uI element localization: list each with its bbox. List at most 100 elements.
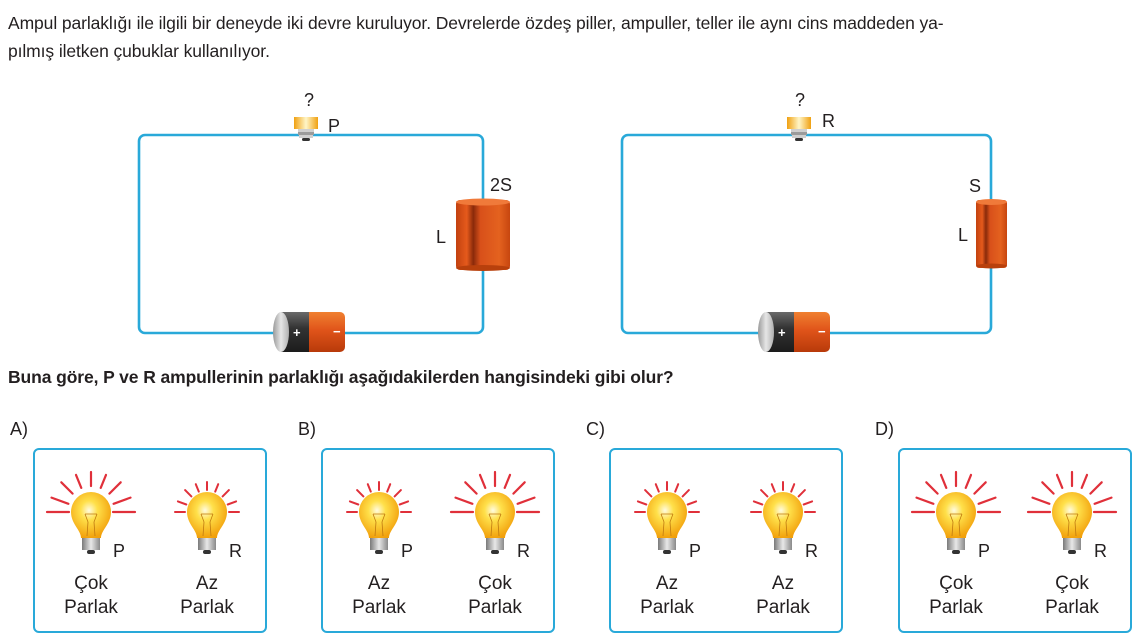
caption-line-1: Çok	[74, 573, 108, 594]
bright-bulb-icon	[901, 470, 1011, 570]
light-ray	[194, 483, 200, 493]
light-ray	[681, 489, 690, 498]
light-ray	[512, 481, 526, 495]
intro-line-1: Ampul parlaklığı ile ilgili bir deneyde …	[8, 13, 944, 33]
caption-line-2: Parlak	[756, 597, 810, 618]
light-ray	[214, 483, 220, 493]
bulb-label-p: P	[113, 541, 126, 561]
bulb-glass	[187, 492, 227, 538]
option-letter-d: D)	[875, 419, 894, 439]
bulb-label-p: P	[978, 541, 991, 561]
bulb-glass	[359, 492, 399, 538]
caption-line-2: Parlak	[352, 597, 406, 618]
circuit-2-bulb-icon	[787, 117, 811, 141]
light-ray	[915, 496, 935, 505]
circuit-1-battery-plus: +	[293, 325, 301, 340]
light-ray	[925, 481, 939, 495]
light-ray	[398, 500, 410, 506]
light-ray	[503, 473, 512, 490]
light-ray	[686, 500, 698, 506]
caption-line-1: Az	[195, 573, 219, 594]
bulb-label-r: R	[1094, 541, 1107, 561]
light-ray	[221, 489, 230, 498]
light-ray	[770, 483, 776, 493]
light-ray	[790, 483, 796, 493]
circuit-2-rod-area-label: S	[969, 176, 982, 196]
light-ray	[636, 500, 648, 506]
circuit-1-battery-icon: + −	[273, 312, 345, 352]
light-ray	[60, 481, 74, 495]
light-ray	[977, 496, 997, 505]
caption-line-1: Az	[367, 573, 391, 594]
light-ray	[973, 481, 987, 495]
bulb-label-r: R	[805, 541, 818, 561]
light-ray	[464, 481, 478, 495]
caption-line-1: Çok	[1055, 573, 1089, 594]
circuit-2-rod-icon	[976, 199, 1007, 269]
circuit-2-rod-length-label: L	[958, 225, 969, 245]
circuit-1-bulb-label: P	[328, 116, 341, 136]
light-ray	[1041, 481, 1055, 495]
bulb-label-r: R	[229, 541, 242, 561]
dim-bulb-icon	[728, 470, 838, 570]
caption-line-2: Parlak	[1045, 597, 1099, 618]
light-ray	[752, 500, 764, 506]
option-letter-c: C)	[586, 419, 605, 439]
light-ray	[74, 473, 83, 490]
dim-bulb-icon	[324, 470, 434, 570]
bulb-label-r: R	[517, 541, 530, 561]
circuit-1-bulb-icon	[294, 117, 318, 141]
light-ray	[184, 489, 193, 498]
circuit-1: + − ? P 2S L	[0, 0, 560, 360]
light-ray	[797, 489, 806, 498]
bulb-glass	[475, 492, 515, 538]
caption-line-1: Çok	[939, 573, 973, 594]
light-ray	[1055, 473, 1064, 490]
light-ray	[644, 489, 653, 498]
dim-bulb-icon	[152, 470, 262, 570]
intro-text: Ampul parlaklığı ile ilgili bir deneyde …	[8, 9, 1138, 65]
bright-bulb-icon	[36, 470, 146, 570]
circuit-2-battery-icon: + −	[758, 312, 830, 352]
bulb-label-p: P	[689, 541, 702, 561]
light-ray	[356, 489, 365, 498]
light-ray	[108, 481, 122, 495]
option-letter-b: B)	[298, 419, 316, 439]
light-ray	[478, 473, 487, 490]
bulb-glass	[763, 492, 803, 538]
circuit-1-drawing: + −	[137, 117, 510, 352]
light-ray	[674, 483, 680, 493]
light-ray	[802, 500, 814, 506]
light-ray	[516, 496, 536, 505]
circuit-2-bulb-question: ?	[795, 90, 806, 110]
light-ray	[654, 483, 660, 493]
circuit-1-rod-area-label: 2S	[490, 175, 513, 195]
intro-line-2: pılmış iletken çubuklar kullanılıyor.	[8, 41, 270, 61]
caption-line-2: Parlak	[640, 597, 694, 618]
light-ray	[454, 496, 474, 505]
light-ray	[348, 500, 360, 506]
caption-line-2: Parlak	[64, 597, 118, 618]
light-ray	[112, 496, 132, 505]
light-ray	[386, 483, 392, 493]
dim-bulb-icon	[612, 470, 722, 570]
light-ray	[176, 500, 188, 506]
bulb-glass	[71, 492, 111, 538]
circuit-1-rod-length-label: L	[436, 227, 447, 247]
light-ray	[99, 473, 108, 490]
light-ray	[393, 489, 402, 498]
circuit-2-drawing: + −	[620, 117, 1007, 352]
caption-line-2: Parlak	[180, 597, 234, 618]
light-ray	[1080, 473, 1089, 490]
circuit-1-battery-minus: −	[333, 324, 341, 339]
circuit-2-battery-minus: −	[818, 324, 826, 339]
light-ray	[366, 483, 372, 493]
